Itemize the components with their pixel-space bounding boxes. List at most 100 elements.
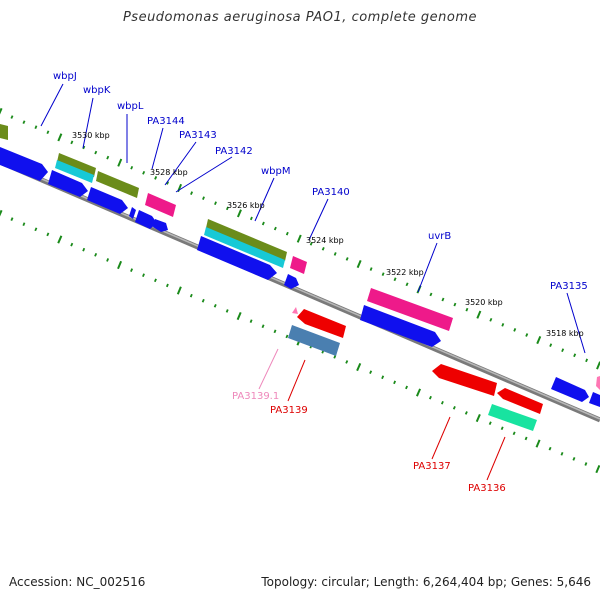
scale-label-3520: 3520 kbp bbox=[465, 298, 503, 307]
gene-label-uvrB: uvrB bbox=[428, 231, 451, 242]
minor-tick bbox=[501, 323, 505, 327]
minor-tick bbox=[549, 343, 553, 347]
minor-tick bbox=[285, 334, 289, 339]
gene-feature-PA3139-steel bbox=[288, 325, 340, 356]
minor-tick bbox=[261, 324, 265, 329]
minor-tick bbox=[512, 431, 516, 436]
minor-tick bbox=[405, 282, 409, 287]
minor-tick bbox=[500, 426, 504, 431]
minor-tick bbox=[405, 385, 409, 390]
gene-feature-red bbox=[497, 388, 543, 414]
major-tick bbox=[356, 260, 362, 269]
minor-tick bbox=[130, 268, 134, 272]
gene-label-PA3135: PA3135 bbox=[550, 281, 588, 292]
minor-tick bbox=[488, 421, 492, 425]
gene-feature-blue bbox=[135, 210, 157, 229]
scale-label-3528: 3528 kbp bbox=[150, 168, 188, 177]
major-tick bbox=[0, 209, 3, 217]
minor-tick bbox=[34, 227, 38, 232]
genome-backbone bbox=[0, 159, 600, 423]
minor-tick bbox=[441, 297, 445, 302]
major-tick bbox=[0, 107, 3, 115]
gene-label-PA3144: PA3144 bbox=[147, 116, 185, 127]
gene-labels: wbpJ wbpK wbpL PA3144 PA3143 PA3142 wbpM… bbox=[53, 71, 588, 494]
scale-label-3518: 3518 kbp bbox=[546, 329, 584, 338]
scale-label-3530: 3530 kbp bbox=[72, 131, 110, 140]
major-tick bbox=[117, 260, 123, 270]
minor-tick bbox=[381, 272, 385, 276]
minor-tick bbox=[106, 155, 110, 160]
minor-tick bbox=[345, 360, 349, 364]
gene-feature-blue bbox=[48, 170, 88, 197]
major-tick bbox=[536, 336, 542, 345]
minor-tick bbox=[465, 307, 469, 312]
reverse-strand-features bbox=[288, 307, 543, 431]
gene-feature-uvrB bbox=[367, 288, 453, 331]
minor-tick bbox=[273, 329, 277, 334]
minor-tick bbox=[452, 406, 456, 410]
minor-tick bbox=[22, 222, 26, 227]
minor-tick bbox=[22, 120, 26, 124]
minor-tick bbox=[34, 125, 38, 130]
minor-tick bbox=[189, 293, 193, 298]
gene-feature-PA3139.1 bbox=[292, 307, 298, 314]
major-tick bbox=[236, 209, 242, 218]
gene-label-wbpJ: wbpJ bbox=[53, 71, 77, 82]
gene-feature-wbpM-cyan bbox=[204, 227, 285, 268]
major-tick bbox=[57, 133, 63, 142]
gene-feature-wbpM-olive bbox=[206, 219, 287, 261]
gene-feature-PA3144 bbox=[145, 193, 176, 217]
major-tick bbox=[236, 312, 242, 321]
gene-label-PA3137: PA3137 bbox=[413, 461, 451, 472]
minor-tick bbox=[10, 217, 14, 221]
major-tick bbox=[415, 388, 422, 397]
gene-feature-wbpK-cyan bbox=[55, 160, 94, 183]
outer-scale-ticks bbox=[0, 107, 600, 370]
minor-tick bbox=[489, 317, 493, 322]
minor-tick bbox=[428, 395, 432, 400]
minor-tick bbox=[130, 165, 134, 170]
minor-tick bbox=[561, 348, 565, 353]
minor-tick bbox=[524, 436, 528, 441]
minor-tick bbox=[82, 247, 86, 252]
minor-tick bbox=[70, 242, 74, 247]
gene-feature-small-blue bbox=[153, 219, 168, 232]
gene-label-PA3139: PA3139 bbox=[270, 405, 308, 416]
forward-strand-features bbox=[0, 124, 600, 407]
minor-tick bbox=[333, 355, 337, 359]
gene-feature-blue bbox=[197, 236, 277, 280]
gene-feature-blue bbox=[87, 187, 128, 214]
minor-tick bbox=[381, 375, 385, 380]
minor-tick bbox=[106, 258, 110, 262]
scale-label-3526: 3526 kbp bbox=[227, 201, 265, 210]
gene-label-PA3143: PA3143 bbox=[179, 130, 217, 141]
minor-tick bbox=[453, 302, 457, 307]
minor-tick bbox=[249, 216, 253, 221]
gene-feature-PA3137 bbox=[432, 364, 497, 396]
gene-feature-blue bbox=[0, 147, 48, 181]
minor-tick bbox=[525, 333, 529, 337]
gene-feature-PA3140 bbox=[290, 256, 307, 274]
gene-feature-wbpL-olive bbox=[96, 171, 139, 198]
minor-tick bbox=[285, 231, 289, 236]
gene-label-wbpM: wbpM bbox=[261, 166, 291, 177]
gene-feature-wbpJ-olive bbox=[0, 124, 8, 140]
scale-label-3524: 3524 kbp bbox=[306, 236, 344, 245]
gene-label-PA3142: PA3142 bbox=[215, 146, 253, 157]
minor-tick bbox=[393, 380, 397, 385]
minor-tick bbox=[369, 370, 373, 374]
minor-tick bbox=[202, 196, 205, 200]
major-tick bbox=[535, 439, 541, 448]
minor-tick bbox=[321, 247, 325, 251]
major-tick bbox=[595, 465, 600, 474]
minor-tick bbox=[190, 191, 194, 195]
gene-feature-small-blue bbox=[284, 274, 299, 289]
minor-tick bbox=[154, 176, 158, 180]
minor-tick bbox=[429, 292, 433, 297]
gene-feature-wbpK-olive bbox=[57, 153, 96, 177]
major-tick bbox=[296, 234, 302, 243]
genome-summary-text: Topology: circular; Length: 6,264,404 bp… bbox=[261, 575, 591, 589]
accession-text: Accession: NC_002516 bbox=[9, 575, 146, 589]
minor-tick bbox=[548, 446, 552, 451]
